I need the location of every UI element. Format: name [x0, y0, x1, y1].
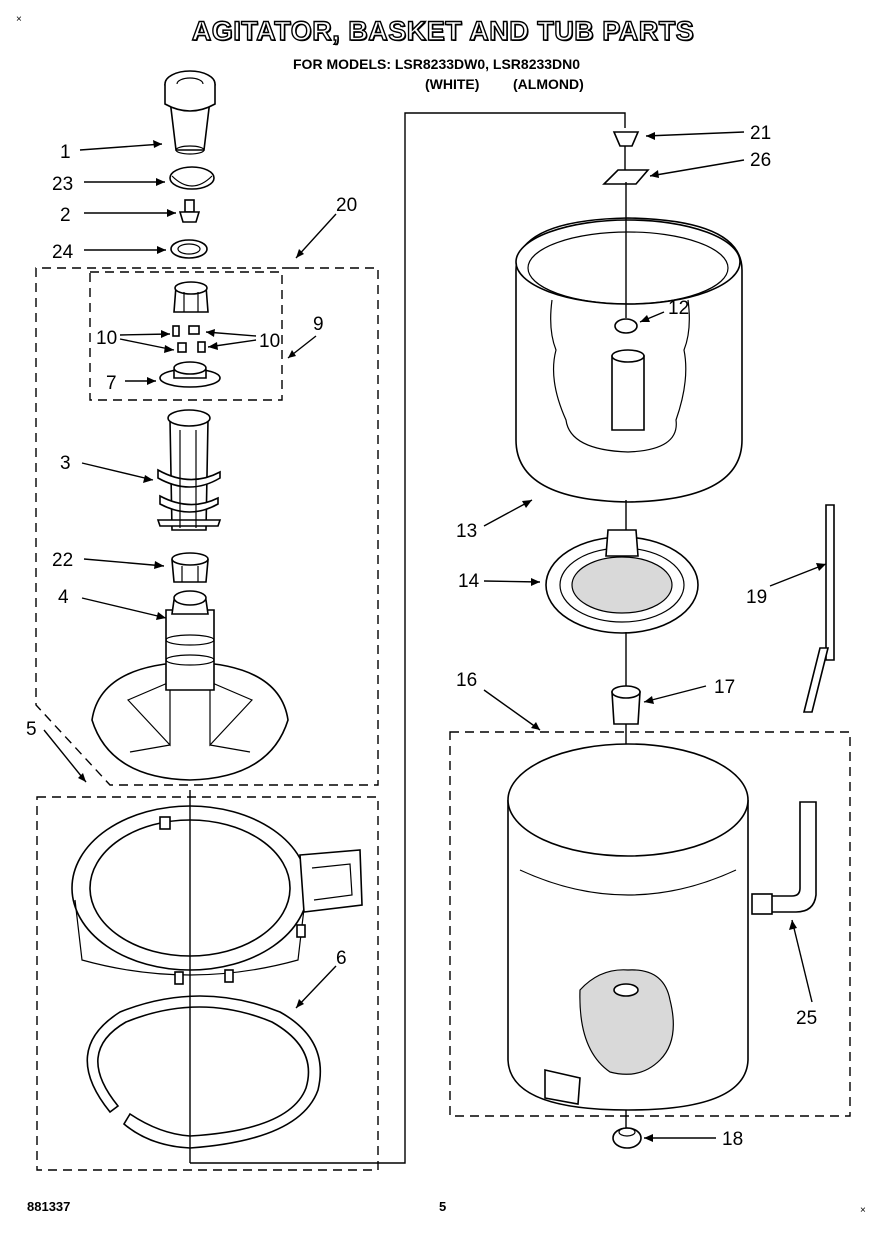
- callout-16: 16: [456, 670, 477, 691]
- callout-17: 17: [714, 677, 735, 698]
- page-number: 5: [439, 1199, 447, 1214]
- washer-basket-part: [515, 217, 743, 503]
- tub-bushing-part: [611, 685, 641, 725]
- bolt-part: [178, 199, 201, 223]
- callout-12: 12: [668, 298, 689, 319]
- corner-mark-bottom-right: ×: [860, 1205, 866, 1216]
- color-white-label: (WHITE): [425, 76, 480, 92]
- seal-part: [169, 166, 215, 190]
- agitator-dogs-part: [172, 325, 206, 353]
- callout-20: 20: [336, 195, 357, 216]
- callout-5: 5: [26, 719, 37, 740]
- tub-ring-box: [36, 796, 379, 1171]
- callout-4: 4: [58, 587, 69, 608]
- spanner-nut-part: [614, 182, 638, 334]
- connector-line: [190, 112, 626, 1164]
- callout-24: 24: [52, 242, 74, 263]
- outer-tub-box: [449, 731, 851, 1117]
- document-number: 881337: [27, 1199, 71, 1214]
- corner-mark-top-left: ×: [16, 14, 22, 25]
- cam-part: [173, 281, 209, 313]
- agitator-cap-part: [164, 70, 216, 155]
- o-ring-part: [170, 239, 208, 259]
- color-almond-label: (ALMOND): [513, 76, 584, 92]
- auger-part: [156, 409, 222, 531]
- tub-ring-part: [71, 805, 363, 985]
- callout-10-left: 10: [96, 328, 117, 349]
- leader-lines: [43, 131, 827, 1142]
- callout-14: 14: [458, 571, 480, 592]
- agitator-base-part: [91, 590, 289, 781]
- clip-part: [612, 131, 640, 147]
- auger-bearing-part: [171, 552, 209, 583]
- callout-25: 25: [796, 1008, 817, 1029]
- callout-21: 21: [750, 123, 771, 144]
- outer-tub-part: [507, 743, 749, 1111]
- callout-7: 7: [106, 373, 117, 394]
- page-title: AGITATOR, BASKET AND TUB PARTS: [191, 15, 695, 46]
- callout-26: 26: [750, 150, 771, 171]
- callout-6: 6: [336, 948, 347, 969]
- bracket-part: [602, 169, 650, 185]
- callout-23: 23: [52, 174, 73, 195]
- elbow-hose-part: [751, 801, 817, 915]
- tub-plug-part: [612, 1127, 642, 1149]
- hose-part: [802, 504, 835, 713]
- agitator-assembly-box: [35, 267, 379, 786]
- basket-drive-hub-part: [545, 500, 699, 634]
- callout-10-right: 10: [259, 331, 280, 352]
- callout-3: 3: [60, 453, 71, 474]
- callout-22: 22: [52, 550, 73, 571]
- callout-2: 2: [60, 205, 71, 226]
- cam-plate-part: [159, 361, 221, 388]
- callout-19: 19: [746, 587, 767, 608]
- models-line: FOR MODELS: LSR8233DW0, LSR8233DN0: [293, 56, 581, 72]
- snap-ring-part: [86, 995, 322, 1149]
- callout-9: 9: [313, 314, 324, 335]
- cam-kit-box: [89, 271, 283, 401]
- callout-1: 1: [60, 142, 71, 163]
- callout-13: 13: [456, 521, 477, 542]
- callout-18: 18: [722, 1129, 743, 1150]
